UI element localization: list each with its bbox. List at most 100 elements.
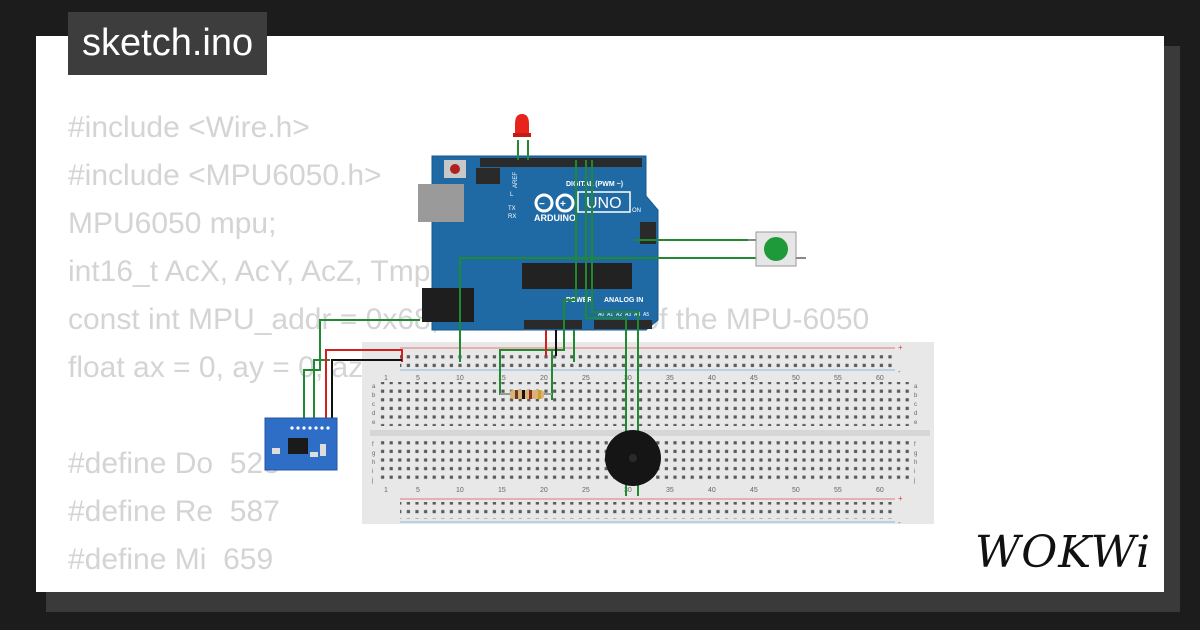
row-letter: j [913, 478, 915, 484]
row-letter: j [371, 478, 373, 484]
row-letter: f [914, 442, 916, 448]
svg-text:+: + [560, 199, 566, 210]
rail-minus-label: - [898, 518, 901, 527]
power-rail-bottom[interactable] [400, 502, 895, 519]
wires-power[interactable] [325, 330, 557, 420]
wire [499, 160, 577, 362]
pin-label: A1 [607, 312, 613, 318]
tx-label: TX [508, 206, 516, 212]
rail-plus-label: + [898, 343, 903, 352]
row-letter: e [372, 420, 376, 426]
code-line: #include <MPU6050.h> [68, 159, 382, 192]
code-line: #define Mi 659 [68, 543, 274, 576]
col-num: 5 [416, 487, 420, 494]
analog-header[interactable] [594, 320, 652, 329]
wire [303, 319, 420, 420]
col-num: 40 [708, 487, 716, 494]
on-label: ON [632, 208, 641, 214]
power-rail-top[interactable] [400, 351, 895, 368]
row-letter: c [914, 402, 917, 408]
code-line: MPU6050 mpu; [68, 207, 277, 240]
row-letter: i [914, 469, 915, 475]
logo-text: WOKWi [975, 527, 1152, 578]
col-num: 15 [498, 487, 506, 494]
filename-tab[interactable]: sketch.ino [68, 12, 268, 75]
wire [585, 160, 627, 495]
board-model: UNO [586, 195, 622, 212]
wokwi-logo[interactable]: WOKWi [975, 528, 1151, 578]
row-letter: i [372, 469, 373, 475]
terminal-strip-top[interactable] [380, 382, 910, 426]
code-line: #define Re 587 [68, 495, 280, 528]
col-num: 45 [750, 487, 758, 494]
col-num: 1 [384, 375, 388, 382]
arduino-uno-board[interactable]: − + UNO ARDUINO DIGITAL (PWM ~) POWER AN… [418, 155, 659, 331]
row-letter: c [372, 402, 375, 408]
aref-label: AREF [513, 172, 519, 188]
col-num: 50 [792, 375, 800, 382]
led-icon[interactable] [513, 114, 531, 137]
pushbutton-icon[interactable] [748, 231, 806, 267]
col-num: 10 [456, 375, 464, 382]
wire [313, 359, 330, 420]
mpu6050-module-icon[interactable] [264, 417, 338, 471]
digital-label: DIGITAL (PWM ~) [566, 181, 623, 188]
rx-label: RX [508, 214, 516, 220]
power-header[interactable] [524, 320, 582, 329]
col-num: 25 [582, 375, 590, 382]
wire [591, 160, 639, 495]
resistor-icon[interactable] [500, 390, 552, 399]
digital-header[interactable] [480, 158, 642, 167]
col-num: 1 [384, 487, 388, 494]
board-brand: ARDUINO [534, 213, 576, 223]
row-letters: a b c d e f g h i j a b c d e f g h i j [371, 384, 918, 484]
col-num: 25 [582, 487, 590, 494]
buzzer-icon[interactable] [605, 430, 661, 496]
row-letter: e [914, 420, 918, 426]
col-num: 30 [624, 375, 632, 382]
col-num: 35 [666, 487, 674, 494]
col-num: 60 [876, 375, 884, 382]
column-numbers: 1 5 10 15 20 25 30 35 40 45 50 55 60 1 5… [384, 375, 884, 494]
analog-label: ANALOG IN [604, 297, 643, 304]
col-num: 45 [750, 375, 758, 382]
row-letter: a [372, 384, 376, 390]
col-num: 5 [416, 375, 420, 382]
pin-label: A3 [625, 312, 631, 318]
row-letter: d [372, 411, 375, 417]
row-letter: g [914, 451, 917, 457]
rail-plus-label: + [898, 494, 903, 503]
wire [331, 359, 402, 420]
l-led-label: L [510, 192, 514, 198]
col-num: 10 [456, 487, 464, 494]
row-letter: a [914, 384, 918, 390]
dc-jack-icon [422, 288, 474, 322]
pin-label: A5 [643, 312, 649, 318]
col-num: 15 [498, 375, 506, 382]
col-num: 55 [834, 487, 842, 494]
row-letter: b [372, 393, 376, 399]
row-letter: g [372, 451, 375, 457]
col-num: 50 [792, 487, 800, 494]
col-num: 20 [540, 487, 548, 494]
arduino-logo-icon [534, 193, 575, 213]
icsp-header [476, 168, 500, 184]
row-letter: h [914, 460, 917, 466]
col-num: 30 [624, 487, 632, 494]
col-num: 60 [876, 487, 884, 494]
wires-green[interactable] [303, 140, 800, 495]
breadboard[interactable]: 1 5 10 15 20 25 30 35 40 45 50 55 60 1 5… [362, 342, 934, 527]
icsp2-header [640, 222, 656, 244]
svg-text:−: − [539, 199, 545, 210]
col-num: 55 [834, 375, 842, 382]
row-letter: f [372, 442, 374, 448]
pin-label: A2 [616, 312, 622, 318]
col-num: 35 [666, 375, 674, 382]
pin-label: A0 [598, 312, 604, 318]
row-letter: b [914, 393, 918, 399]
row-letter: h [372, 460, 375, 466]
code-line: #define Fa 698 [68, 584, 869, 592]
wire [325, 349, 403, 420]
code-line: #include <Wire.h> [68, 111, 310, 144]
